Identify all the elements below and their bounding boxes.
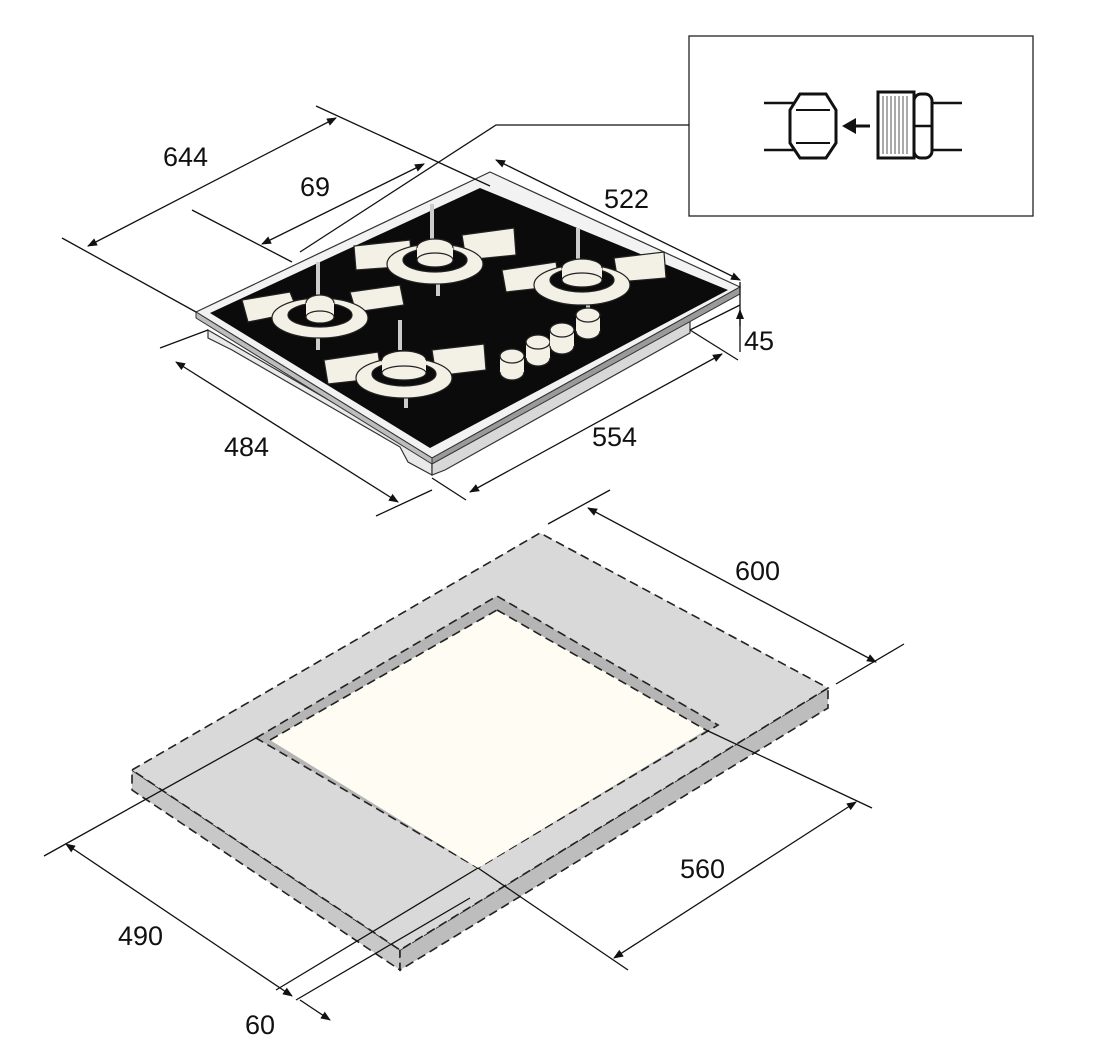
knob-3 bbox=[549, 322, 575, 355]
dim-rear-offset: 69 bbox=[300, 172, 330, 202]
cutout-opening bbox=[270, 610, 706, 868]
dim-cutout-width: 600 bbox=[735, 556, 780, 586]
dim-cutout-depth: 490 bbox=[118, 921, 163, 951]
countertop-dimension-lines bbox=[43, 489, 905, 1021]
dim-front-margin: 60 bbox=[245, 1010, 275, 1040]
dim-depth-total: 644 bbox=[163, 142, 208, 172]
countertop-cutout bbox=[130, 532, 830, 972]
gas-hob bbox=[194, 171, 742, 477]
knob-1 bbox=[499, 348, 525, 381]
dimension-labels: 644 69 522 45 484 554 600 560 490 60 bbox=[118, 142, 780, 1040]
gas-connector-icon bbox=[764, 90, 962, 160]
dim-cutout-length: 560 bbox=[680, 854, 725, 884]
burner-rear-left bbox=[241, 262, 405, 350]
dim-glass-width: 522 bbox=[604, 184, 649, 214]
dim-height: 45 bbox=[744, 326, 774, 356]
knob-2 bbox=[525, 334, 551, 367]
dim-body-width: 554 bbox=[592, 422, 637, 452]
knob-4 bbox=[575, 307, 601, 340]
hob-dimension-lines bbox=[61, 105, 744, 517]
dim-body-depth: 484 bbox=[224, 432, 269, 462]
